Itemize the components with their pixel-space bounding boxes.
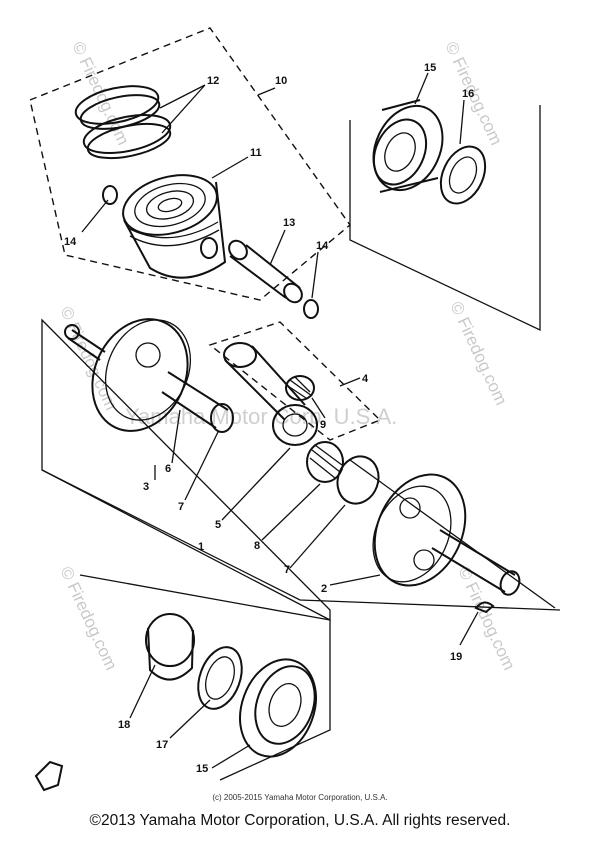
callout-7-left: 7 <box>178 501 184 513</box>
callout-10: 10 <box>275 75 287 87</box>
callout-labels: 12 10 11 14 13 14 15 16 4 9 6 3 7 5 1 8 … <box>64 62 474 775</box>
bearing-group-boundary-top <box>349 105 541 332</box>
svg-text:© Firedog.com: © Firedog.com <box>56 304 120 413</box>
oil-seal-lower <box>197 646 243 710</box>
conrod-bearing-boundary <box>208 321 382 441</box>
svg-text:© Firedog.com: © Firedog.com <box>446 299 510 408</box>
oil-seal-upper <box>439 145 487 205</box>
bearing-lower <box>239 658 317 758</box>
callout-9: 9 <box>320 419 326 431</box>
bearing-group-boundary-bottom <box>79 574 331 781</box>
big-end-bearing <box>306 441 344 483</box>
crank-half-right <box>372 473 521 596</box>
front-indicator-icon <box>34 760 64 792</box>
callout-4: 4 <box>362 373 369 385</box>
callout-1: 1 <box>198 541 204 553</box>
callout-18: 18 <box>118 719 130 731</box>
callout-8: 8 <box>254 540 260 552</box>
callout-11: 11 <box>250 147 262 159</box>
watermarks: © Firedog.com © Firedog.com © Firedog.co… <box>56 39 518 673</box>
woodruff-key <box>474 601 495 614</box>
svg-text:Yamaha Motor Corp, U.S.A.: Yamaha Motor Corp, U.S.A. <box>125 404 397 429</box>
piston-rings <box>74 85 172 160</box>
connecting-rod <box>223 342 318 446</box>
piston-clip-left <box>102 185 118 205</box>
callout-19: 19 <box>450 651 462 663</box>
callout-17: 17 <box>156 739 168 751</box>
callout-13: 13 <box>283 217 295 229</box>
collar <box>145 613 195 681</box>
callout-6: 6 <box>165 463 171 475</box>
callout-5: 5 <box>215 519 221 531</box>
callout-2: 2 <box>321 583 327 595</box>
crank-half-left <box>64 318 192 432</box>
callout-15-top: 15 <box>424 62 436 74</box>
piston <box>122 174 227 279</box>
small-end-bearing <box>285 375 315 401</box>
bearing-upper <box>372 99 444 193</box>
callout-16: 16 <box>462 88 474 100</box>
callout-7-right: 7 <box>284 564 290 576</box>
crank-pin <box>161 371 234 433</box>
piston-pin <box>228 239 303 304</box>
callout-14-left: 14 <box>64 236 77 248</box>
leader-lines <box>81 72 479 769</box>
callout-14-right: 14 <box>316 240 329 252</box>
copyright-footer: ©2013 Yamaha Motor Corporation, U.S.A. A… <box>89 812 511 829</box>
thrust-washer <box>336 455 380 505</box>
diagram-copyright: (c) 2005-2015 Yamaha Motor Corporation, … <box>212 793 387 802</box>
callout-12: 12 <box>207 75 219 87</box>
piston-assembly-boundary <box>29 27 351 301</box>
callout-15-bottom: 15 <box>196 763 208 775</box>
callout-3: 3 <box>143 481 149 493</box>
piston-clip-right <box>303 299 319 319</box>
svg-text:© Firedog.com: © Firedog.com <box>68 39 132 148</box>
